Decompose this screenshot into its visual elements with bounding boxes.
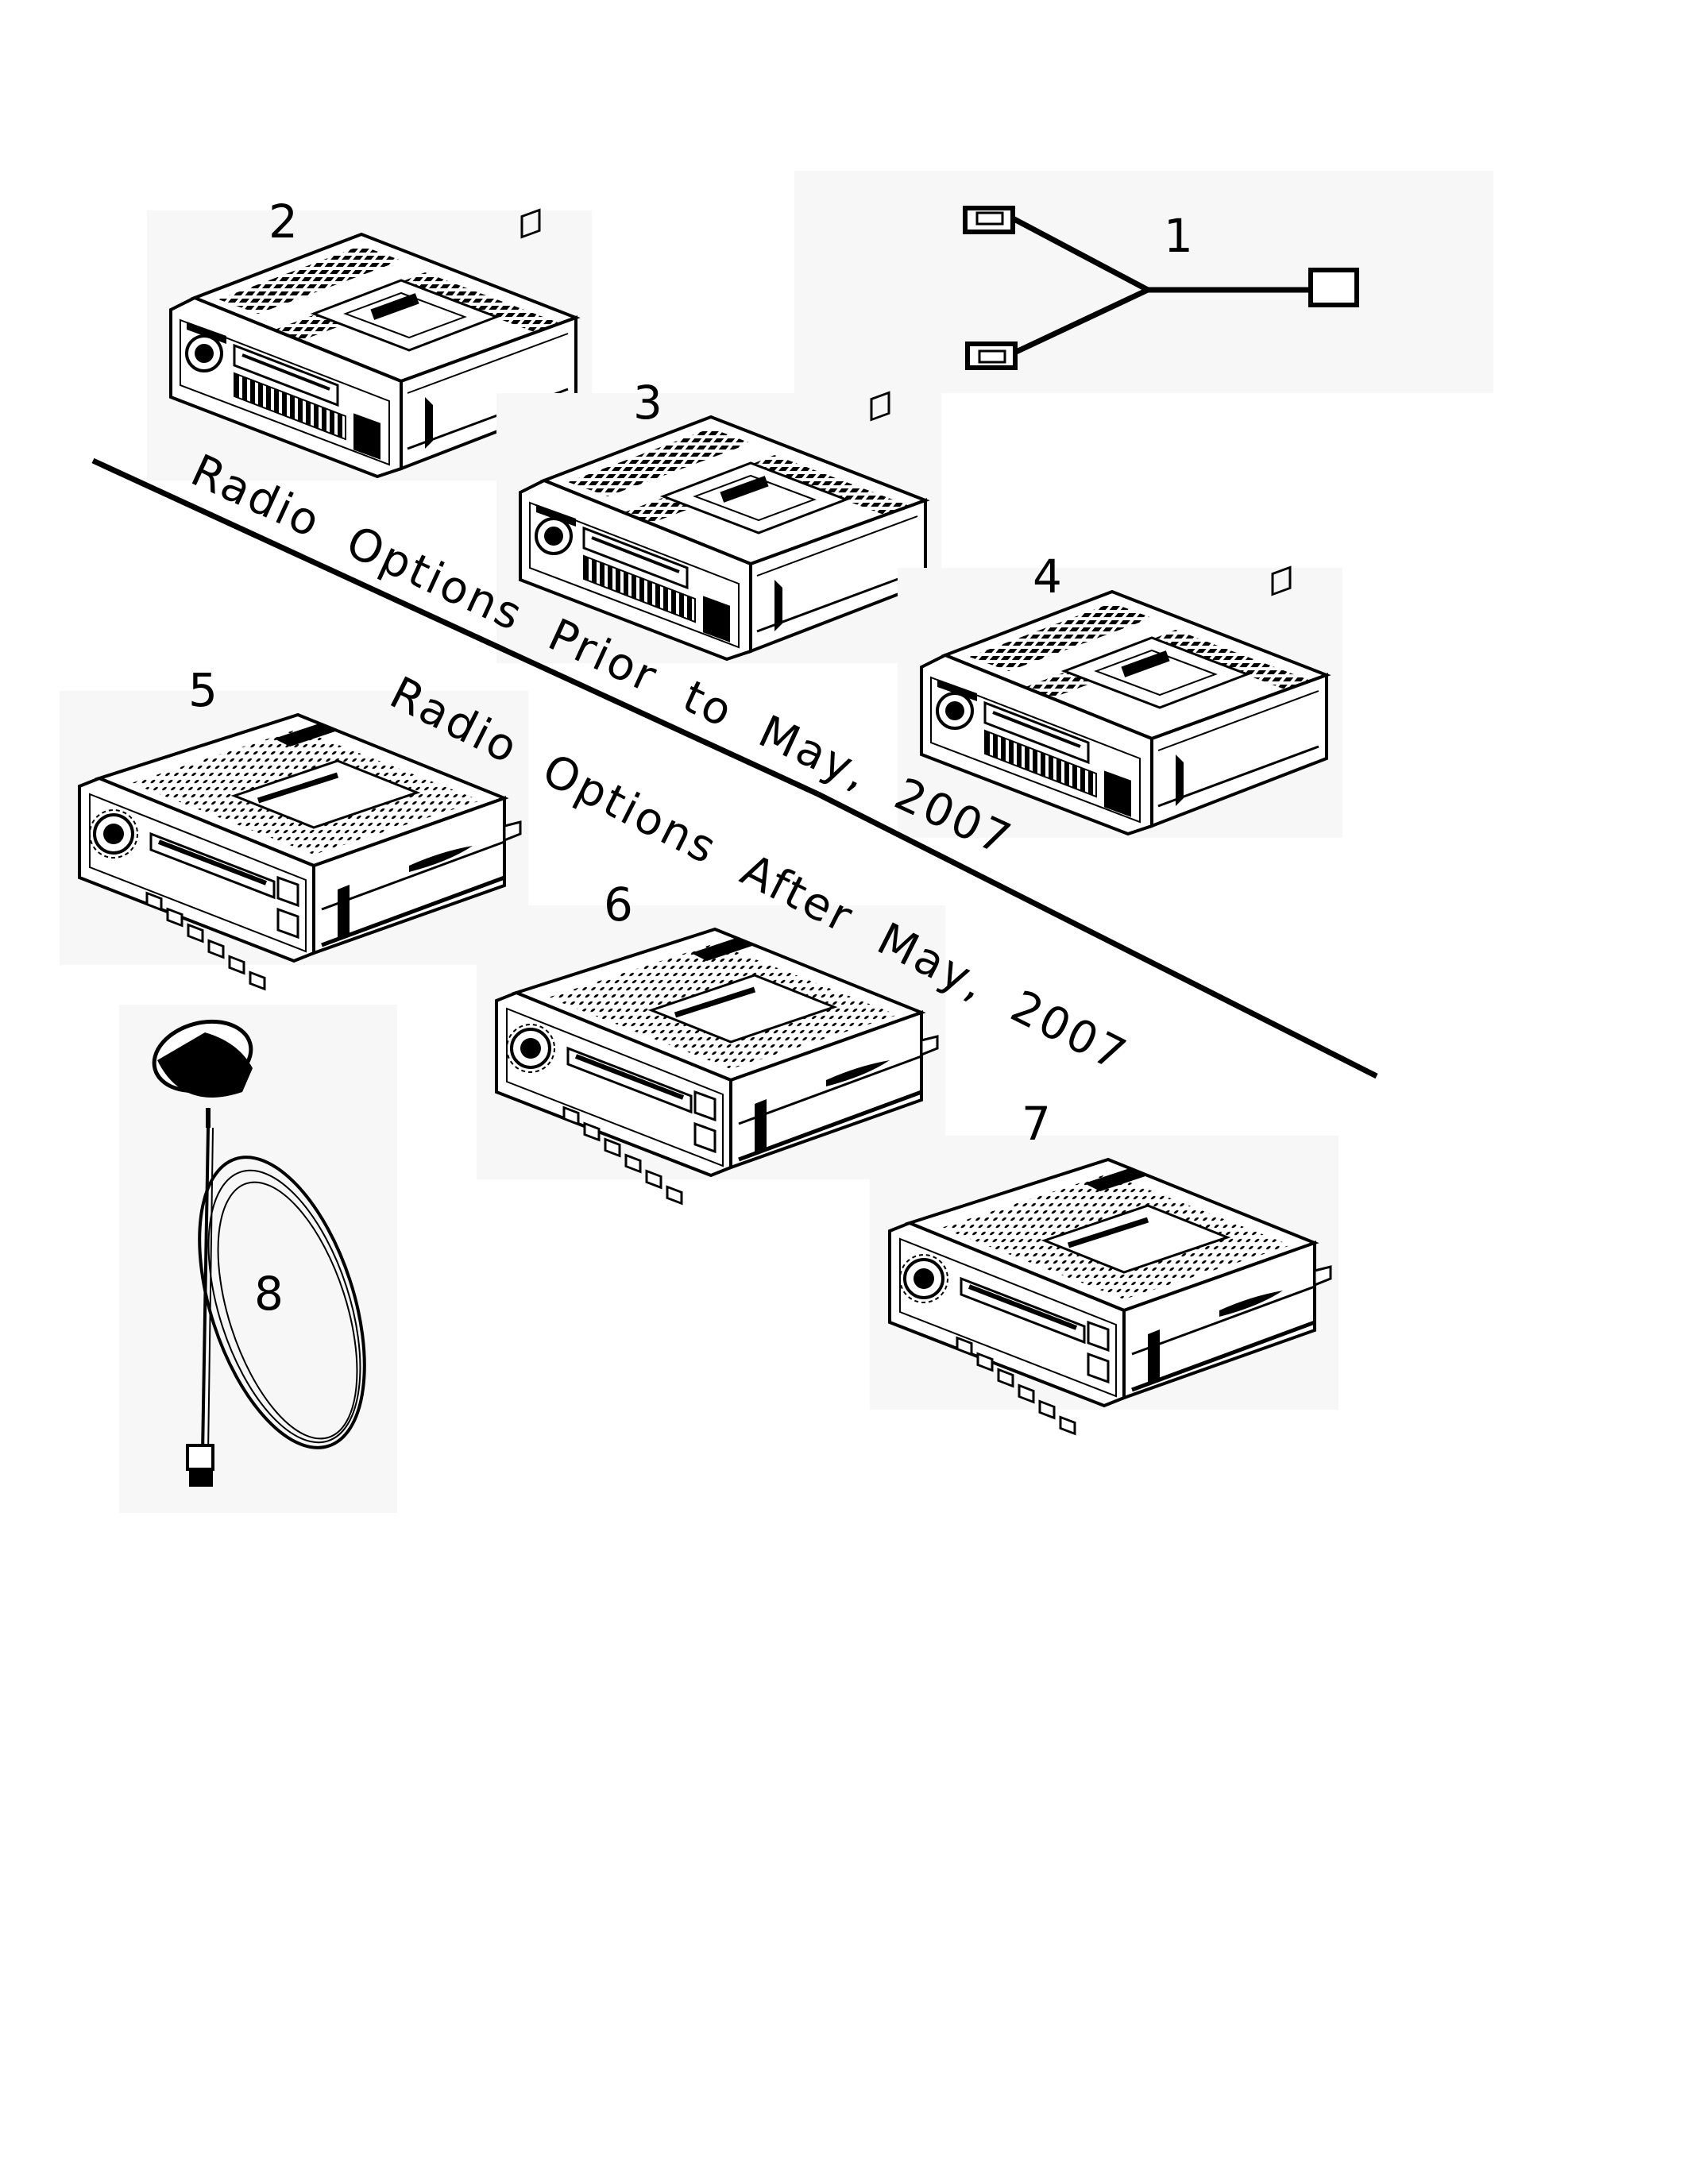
divider-after — [817, 791, 1378, 1079]
callout-5: 5 — [188, 663, 218, 717]
callout-7: 7 — [1022, 1097, 1051, 1151]
callout-4: 4 — [1033, 550, 1062, 604]
radio-cd-7 — [870, 1136, 1338, 1433]
callout-2: 2 — [268, 195, 298, 249]
callout-6: 6 — [604, 878, 633, 932]
callout-3: 3 — [633, 376, 662, 430]
wiring-harness — [794, 171, 1493, 393]
callout-1: 1 — [1164, 209, 1193, 263]
divider-prior — [91, 457, 820, 797]
callout-8: 8 — [254, 1267, 284, 1321]
satellite-antenna — [119, 1005, 397, 1513]
